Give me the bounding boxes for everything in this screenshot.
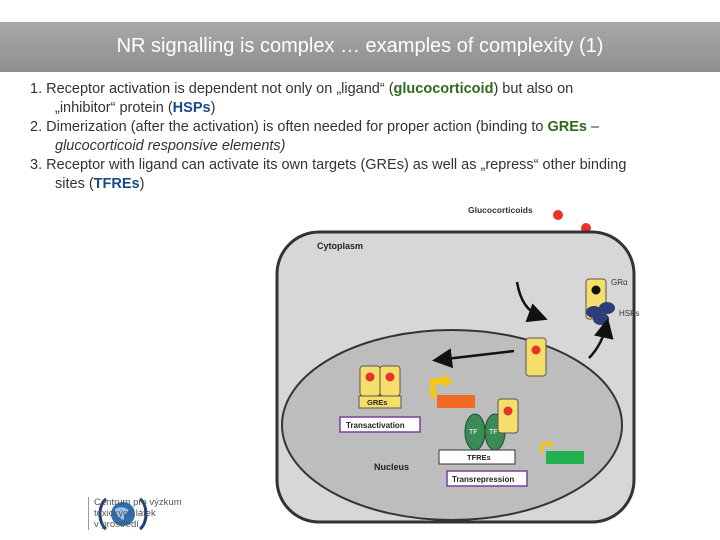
target-gene-box — [437, 395, 475, 408]
slide-title: NR signalling is complex … examples of c… — [116, 35, 604, 57]
item-text: ) — [139, 176, 145, 192]
list-item: 2. Dimerization (after the activation) i… — [30, 118, 710, 156]
receptor-binding-site — [591, 285, 601, 295]
list-item: 1. Receptor activation is dependent not … — [30, 80, 710, 118]
list-item: 3. Receptor with ligand can activate its… — [30, 156, 710, 194]
item-number: 1. — [30, 81, 43, 97]
gr-signalling-figure: Glucocorticoids Cytoplasm Nucleus GRα HS… — [255, 200, 695, 525]
item-number: 3. — [30, 157, 43, 173]
recycle-arrow — [588, 318, 614, 359]
repressing-receptor — [497, 398, 519, 434]
bound-ligand — [531, 345, 541, 355]
transcription-arrowhead-small — [548, 440, 554, 448]
item-text: Receptor with ligand can activate its ow… — [46, 157, 627, 173]
transcription-arrow-large — [430, 378, 445, 398]
bound-ligand — [365, 372, 375, 382]
item-text: „inhibitor“ protein ( — [55, 100, 173, 116]
logo-right-bracket — [138, 497, 148, 531]
item-text: Receptor activation is dependent not onl… — [46, 81, 394, 97]
tf-label-left: TF — [469, 429, 478, 436]
bullet-list: 1. Receptor activation is dependent not … — [30, 80, 710, 194]
item-text: ) — [210, 100, 216, 116]
globe-continent — [115, 507, 129, 520]
item-number: 2. — [30, 119, 43, 135]
tf-label-right: TF — [489, 429, 498, 436]
transrepression-box — [446, 470, 528, 487]
activated-receptor — [525, 337, 547, 377]
highlight-gres: GREs — [547, 119, 587, 135]
transcription-arrowhead-large — [443, 374, 453, 388]
tfres-label: TFREs — [467, 453, 491, 462]
logo-left-bracket — [98, 497, 108, 531]
title-bar: NR signalling is complex … examples of c… — [0, 22, 720, 72]
transrepression-label: Transrepression — [452, 475, 514, 484]
item-text: – — [586, 119, 600, 135]
item-continuation: „inhibitor“ protein (HSPs) — [30, 99, 710, 118]
translocation-arrow — [432, 348, 515, 369]
item-continuation: sites (TFREs) — [30, 175, 710, 194]
item-text: sites ( — [55, 176, 94, 192]
logo-divider — [88, 497, 89, 530]
cytoplasm-label: Cytoplasm — [317, 241, 363, 251]
bound-ligand — [385, 372, 395, 382]
gres-label: GREs — [367, 398, 387, 407]
repressed-gene-box — [546, 451, 584, 464]
logo-line: toxických látek — [94, 508, 156, 519]
highlight-tfres: TFREs — [93, 176, 140, 192]
bound-ligand — [503, 406, 513, 416]
transcription-arrow-small — [540, 442, 549, 454]
logo-line: v prostředí — [94, 519, 139, 530]
ligand — [553, 210, 563, 220]
entry-arrow — [515, 281, 548, 323]
transactivation-box — [339, 416, 421, 433]
transactivation-label: Transactivation — [346, 421, 405, 430]
highlight-hsps: HSPs — [172, 100, 211, 116]
logo-line: Centrum pro výzkum — [94, 497, 182, 508]
item-text: ) but also on — [493, 81, 574, 97]
gr-alpha-label: GRα — [611, 278, 628, 287]
item-continuation: glucocorticoid responsive elements) — [55, 138, 286, 154]
recetox-logo — [98, 497, 148, 531]
hsps-label: HSPs — [619, 309, 639, 318]
glucocorticoids-label: Glucocorticoids — [468, 205, 533, 215]
logo-text: Centrum pro výzkum toxických látek v pro… — [94, 497, 182, 530]
hsp — [599, 302, 615, 314]
tfres-element — [438, 449, 516, 465]
item-text: Dimerization (after the activation) is o… — [46, 119, 548, 135]
gres-element — [358, 395, 402, 409]
highlight-glucocorticoid: glucocorticoid — [393, 81, 494, 97]
nucleus-label: Nucleus — [374, 462, 409, 472]
